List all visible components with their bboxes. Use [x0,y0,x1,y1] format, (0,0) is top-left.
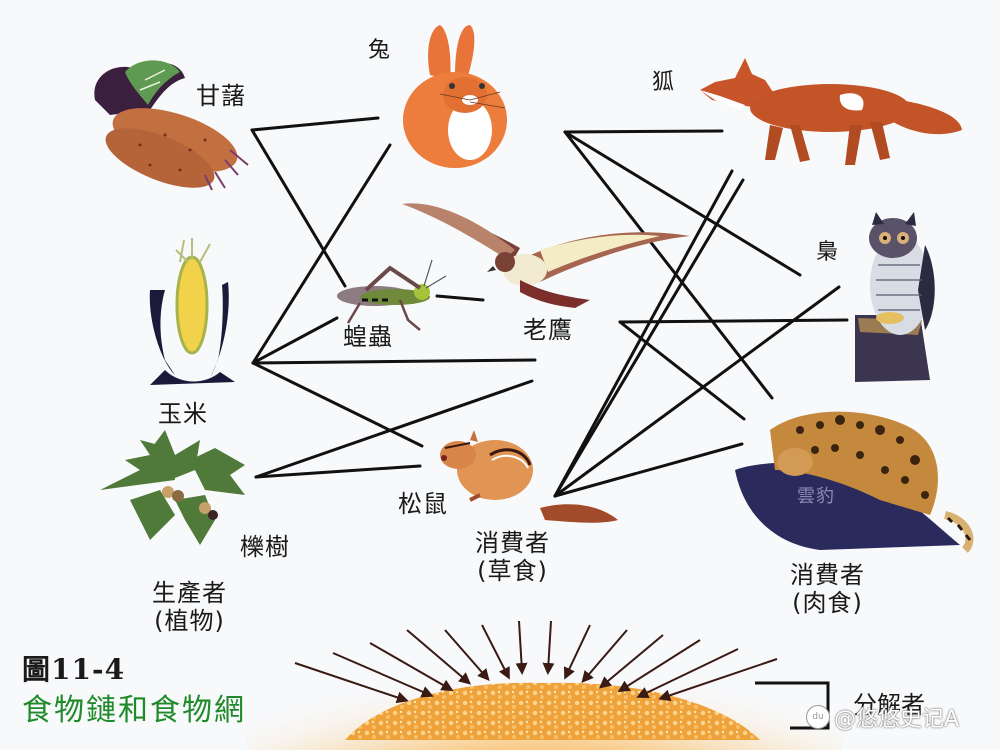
label-decomposer: 分解者 [853,691,925,719]
label-eagle: 老鷹 [523,316,573,344]
watermark: du @悠悠史记A [806,701,959,733]
label-squirrel: 松鼠 [398,490,448,518]
rabbit-illustration [403,25,507,168]
link-corn-eagle [251,358,537,365]
link-corn-rabbit [251,143,392,365]
watermark-text: @悠悠史记A [834,707,960,732]
sweet-potato-illustration [94,60,249,191]
link-squirrel-owl [553,285,841,498]
link-corn-grasshopper [251,316,339,365]
label-clouded-leopard: 雲豹 [797,486,835,507]
oak-illustration [100,430,245,545]
carnivores-group-label: 消費者 (肉食) [790,561,865,617]
link-eagle-owl [618,318,849,324]
link-corn-squirrel [251,361,424,448]
carnivores-group-title: 消費者 [790,561,865,589]
link-oak-eagle [254,379,534,479]
label-fox: 狐 [652,70,676,95]
fox-illustration [700,58,962,165]
herbivores-group-label: 消費者 (草食) [475,529,550,585]
squirrel-illustration [440,430,618,523]
producers-group-label: 生產者 (植物) [152,579,227,635]
corn-illustration [149,238,235,385]
owl-illustration [855,212,935,382]
link-rabbit-owl [563,130,802,277]
clouded-leopard-illustration [735,411,974,553]
producers-group-subtitle: (植物) [154,606,225,635]
label-rabbit: 兔 [368,38,392,63]
label-corn: 玉米 [158,400,208,428]
link-rabbit-fox [563,129,724,134]
figure-number: 圖11-4 [22,653,126,686]
label-sweet-potato: 甘藷 [196,82,246,110]
label-grasshopper: 蝗蟲 [343,323,393,351]
label-owl: 梟 [816,240,840,265]
energy-arrows [294,620,778,704]
carnivores-group-subtitle: (肉食) [792,588,863,617]
link-squirrel-fox-a [553,169,734,498]
producers-group-title: 生產者 [152,579,227,607]
grasshopper-illustration [337,259,447,331]
baidu-paw-icon: du [806,705,830,729]
figure-title: 食物鏈和食物網 [22,693,246,728]
link-oak-squirrel [254,464,422,479]
decomposer-mound [245,610,845,750]
link-sweetpotato-rabbit [250,116,380,132]
decomposer-bracket [755,681,830,730]
link-rabbit-leopard [563,130,774,400]
link-squirrel-fox-b [553,178,745,498]
food-web-links [250,116,849,498]
link-squirrel-leopard [553,442,744,498]
link-grasshopper-eagle [435,294,485,302]
eagle-illustration [402,203,690,308]
herbivores-group-subtitle: (草食) [477,556,548,585]
link-sweetpotato-grasshopper [250,128,347,288]
herbivores-group-title: 消費者 [475,529,550,557]
label-oak: 櫟樹 [240,533,290,561]
